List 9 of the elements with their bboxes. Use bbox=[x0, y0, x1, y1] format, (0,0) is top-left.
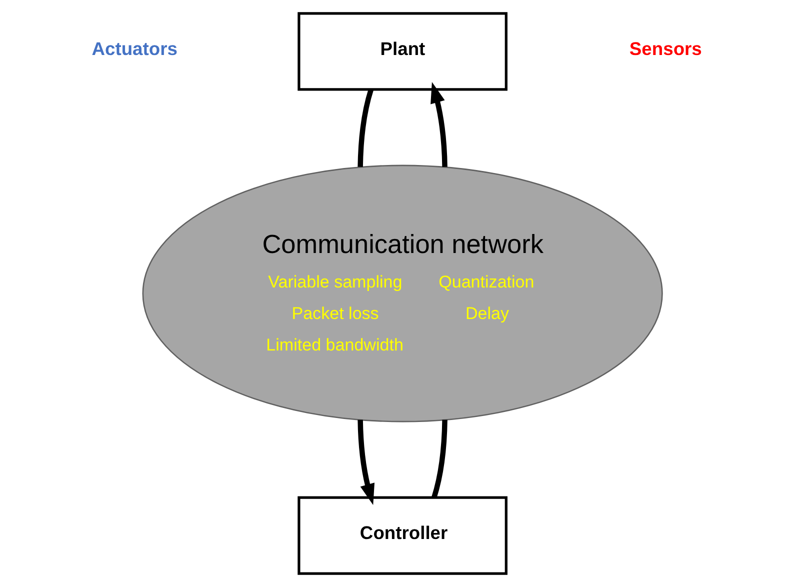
connector bbox=[358, 88, 374, 167]
node-box: Plant bbox=[298, 12, 508, 91]
label: Actuators bbox=[92, 38, 178, 59]
arrow bbox=[430, 82, 448, 167]
node-ellipse: Communication network Variable sampling Quantization Packet loss Delay Limited bandwidth bbox=[142, 164, 663, 422]
label: Sensors bbox=[629, 38, 702, 59]
connector bbox=[432, 420, 448, 498]
arrow bbox=[358, 420, 375, 505]
node-box: Controller bbox=[298, 496, 508, 575]
